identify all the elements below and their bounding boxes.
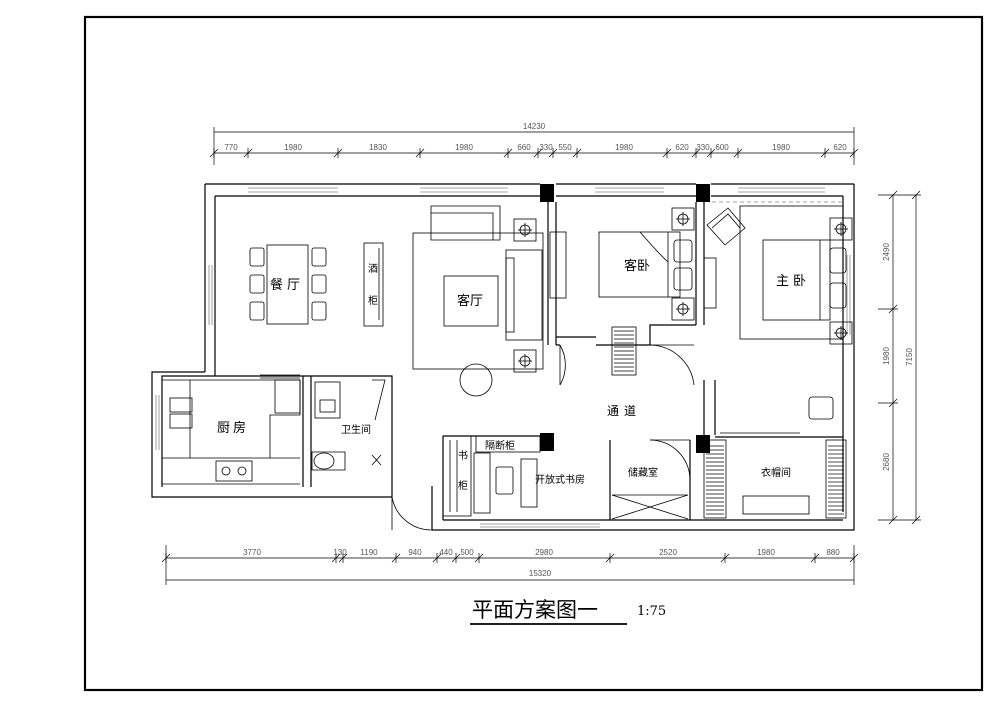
bottom-dim: 880: [826, 548, 840, 557]
room-labels: 餐厅 酒 柜 客厅 客卧 主卧 厨房 卫生间 通道 隔断柜 书 柜 开放式书房 …: [217, 258, 810, 492]
top-dim: 1980: [455, 143, 473, 152]
top-dim: 1980: [615, 143, 633, 152]
bottom-segment-dimensions: 3770 130 1190 940 440 500 2980 2520 1980…: [243, 548, 840, 557]
top-dim: 550: [558, 143, 572, 152]
bottom-dim: 940: [408, 548, 422, 557]
room-label-bathroom: 卫生间: [341, 423, 371, 436]
columns: [540, 184, 710, 453]
bottom-overall-dimension: 15320: [529, 569, 552, 578]
bottom-dim: 1980: [757, 548, 775, 557]
room-label-kitchen: 厨房: [217, 420, 249, 436]
top-dim: 620: [833, 143, 847, 152]
bottom-dimension-lines: [161, 545, 859, 585]
room-label-dining: 餐厅: [270, 277, 304, 293]
room-label-guest-bedroom: 客卧: [624, 258, 650, 274]
bottom-dim: 130: [333, 548, 347, 557]
right-overall-dimension: 7150: [905, 348, 914, 366]
top-overall-dimension: 14230: [523, 122, 546, 131]
top-dimension-lines: [209, 127, 859, 165]
top-dim: 620: [675, 143, 689, 152]
top-dim: 1980: [284, 143, 302, 152]
top-dim: 600: [715, 143, 729, 152]
top-dim: 330: [539, 143, 553, 152]
bottom-dim: 3770: [243, 548, 261, 557]
room-label-cloakroom: 衣帽间: [761, 466, 791, 479]
right-dimension-lines: [878, 190, 921, 525]
exterior-walls: [151, 183, 855, 531]
room-label-partition-cabinet: 隔断柜: [485, 439, 515, 452]
room-label-wine-cabinet-2: 柜: [368, 294, 378, 307]
right-dim: 2490: [882, 243, 891, 261]
furniture: [169, 201, 853, 520]
top-dim: 330: [696, 143, 710, 152]
room-label-wine-cabinet-1: 酒: [368, 263, 378, 275]
room-label-corridor: 通道: [607, 404, 641, 418]
top-segment-dimensions: 770 1980 1830 1980 660 330 550 1980 620 …: [224, 143, 847, 152]
bottom-dim: 500: [460, 548, 474, 557]
room-label-bookcase-2: 柜: [458, 479, 468, 492]
right-dim: 2680: [882, 453, 891, 471]
plan-scale: 1:75: [637, 604, 666, 619]
top-dim: 770: [224, 143, 238, 152]
room-label-storage: 储藏室: [628, 466, 658, 479]
bottom-dim: 440: [439, 548, 453, 557]
room-label-open-study: 开放式书房: [535, 473, 585, 486]
top-dim: 1980: [772, 143, 790, 152]
room-label-bookcase-1: 书: [458, 450, 468, 462]
windows: [155, 187, 851, 528]
right-dim: 1980: [882, 347, 891, 365]
top-dim: 660: [517, 143, 531, 152]
bottom-dim: 2520: [659, 548, 677, 557]
room-label-living: 客厅: [457, 293, 483, 309]
bottom-dim: 2980: [535, 548, 553, 557]
room-label-master-bedroom: 主卧: [776, 274, 810, 289]
top-dim: 1830: [369, 143, 387, 152]
drawing-border: [83, 15, 984, 692]
bottom-dim: 1190: [360, 548, 378, 557]
plan-title: 平面方案图一: [472, 598, 598, 622]
